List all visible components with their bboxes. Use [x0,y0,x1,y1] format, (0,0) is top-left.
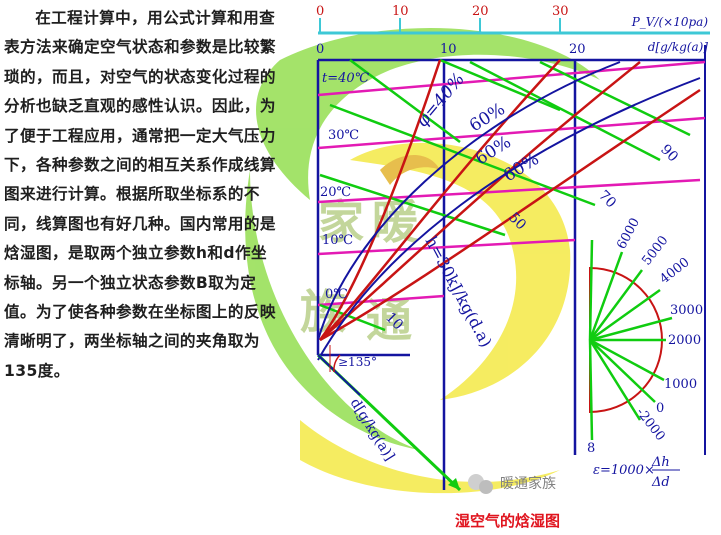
ray-1000 [589,338,665,382]
protractor-value-5000: 5000 [639,233,671,268]
isotherm-10 [317,238,576,256]
rh-curve-1 [318,59,442,341]
logo-icon-2 [479,480,493,494]
d-tick-label: 0 [316,42,324,57]
enthalpy-main-label: h=30kJ/kg(d.a) [421,233,495,350]
rh-curve-4 [319,88,701,342]
temp-label-40: t=40℃ [322,71,370,86]
logo-text: 暖通家族 [500,475,556,492]
enthalpy-90-b [539,60,691,137]
enthalpy-value-70: 70 [595,188,619,212]
pv-tick-label: 0 [316,4,324,19]
swirl-yellow-bottom [300,420,560,494]
pv-tick-label: 20 [472,4,489,19]
ray-6000 [588,251,624,341]
protractor-value-8: 8 [587,441,595,456]
ray-down [588,339,594,441]
rh-curve-2 [319,59,561,341]
ray-5000 [588,269,644,341]
d-axis [316,45,706,490]
enthalpy-lines [319,58,691,332]
ray-neg2000 [588,339,642,421]
protractor-value-6000: 6000 [614,216,643,252]
isotherm-0 [317,294,445,307]
temperature-labels: t=40℃ 30℃ 20℃ 10℃ 0℃ [320,71,370,302]
angle-label: ≥135° [338,355,377,369]
enthalpy-50 [319,173,506,237]
isotherm-20 [317,178,701,204]
isotherms [317,60,706,307]
watermark-char-2: 暖 [372,195,419,249]
enthalpy-10 [319,303,386,332]
formula-denominator: Δd [651,475,670,490]
isotherm-40 [317,60,706,97]
temp-label-30: 30℃ [328,128,359,143]
pv-tick-label: 30 [552,4,569,19]
protractor-value-4000: 4000 [657,255,692,287]
protractor-rays [588,239,673,441]
body-paragraph: 在工程计算中，用公式计算和用查表方法来确定空气状态和参数是比较繁琐的，而且，对空… [4,9,276,380]
angle-arc [333,354,341,373]
protractor-value-3000: 3000 [670,303,703,318]
swirl-yellow-right [350,142,571,400]
rh-arc-1 [317,61,621,341]
protractor-value-0: 0 [656,401,664,416]
temp-label-10: 10℃ [322,233,353,248]
rh-arcs [317,61,701,361]
ray-0 [589,339,656,403]
ray-3000 [589,316,673,342]
enthalpy-value-90: 90 [657,142,681,166]
oblique-arrow-head [448,478,460,490]
protractor-value-2000: 2000 [668,333,701,348]
formula-prefix: ε=1000× [593,463,655,478]
rh-label-40: φ=40% [413,69,469,131]
rh-curves [318,59,701,342]
enthalpy-60 [439,58,561,112]
diagram-caption: 湿空气的焓湿图 [455,512,560,530]
oblique-d-axis-arrow [317,354,361,396]
formula-numerator: Δh [651,455,670,470]
enthalpy-30-upper [349,58,461,144]
rh-curve-3 [319,61,641,341]
pv-axis-label: P_V/(×10pa) [631,15,709,29]
protractor: 6000 5000 4000 3000 2000 1000 0 -2000 8 … [587,216,703,490]
enthalpy-70 [329,103,596,207]
rh-arc-2 [317,77,701,361]
ray-4000 [589,288,661,342]
d-axis-label: d[g/kg(a)] [648,40,709,54]
logo: 暖通家族 [468,474,556,494]
isotherm-30 [317,116,706,150]
temp-label-0: 0℃ [325,287,348,302]
watermark-char-1: 家 [318,195,364,249]
swirl-dot [380,155,440,185]
d-tick-label: 10 [440,42,457,57]
ray-up [588,239,594,341]
protractor-value-1000: 1000 [664,377,697,392]
d-tick-label: 20 [569,42,586,57]
swirl-green-left [245,170,420,450]
swirl-green-top [256,27,600,200]
pv-tick-label: 10 [392,4,409,19]
watermark-swirl [245,27,600,494]
protractor-arc [589,266,663,414]
enthalpy-90-a [469,60,661,162]
pv-axis: 0 10 20 30 P_V/(×10pa) [316,4,710,35]
temp-label-20: 20℃ [320,185,351,200]
